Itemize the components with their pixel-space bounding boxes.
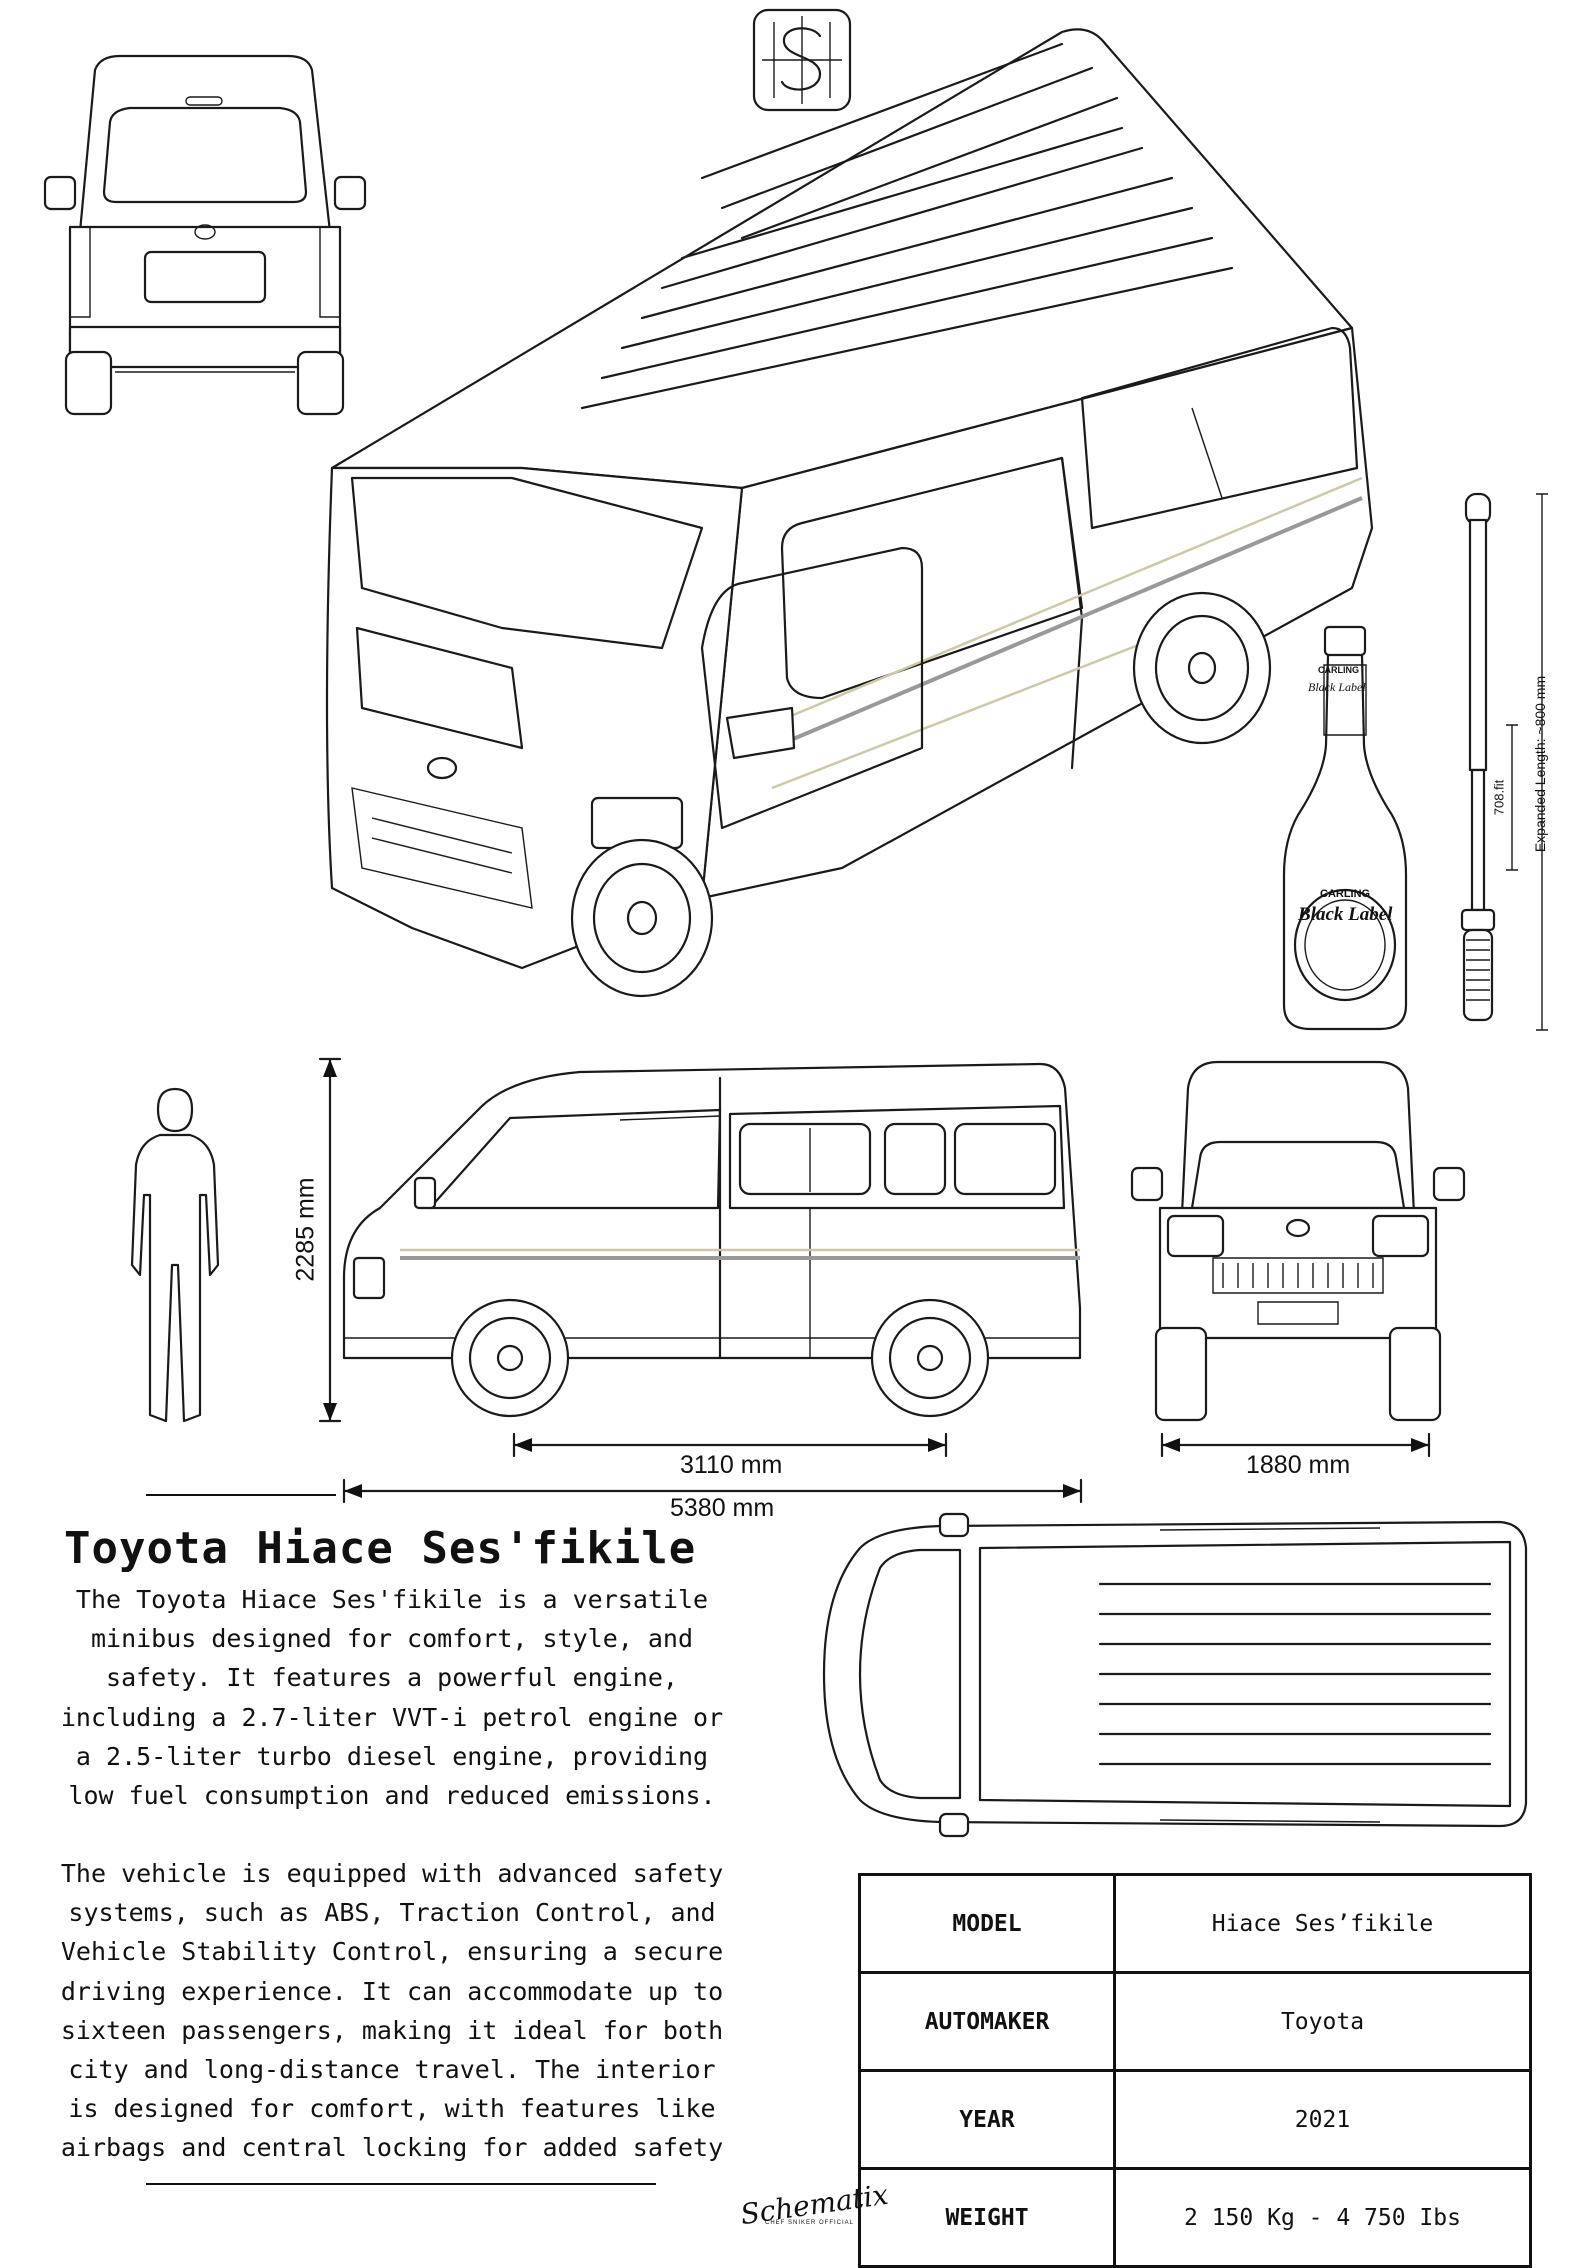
- wheelbase-dimension-label: 3110 mm: [680, 1451, 783, 1479]
- spec-value-weight: 2 150 Kg - 4 750 Ibs: [1113, 2167, 1532, 2268]
- width-dimension-line: [1158, 1430, 1433, 1460]
- spec-label-automaker: AUTOMAKER: [858, 1971, 1116, 2072]
- baton-drawing: [1450, 490, 1560, 1035]
- height-dimension-line: [315, 1055, 345, 1425]
- table-row: MODEL Hiace Ses’fikile: [858, 1873, 1532, 1974]
- perspective-van-drawing: [182, 28, 1382, 1028]
- description-paragraph-2: The vehicle is equipped with advanced sa…: [60, 1859, 724, 2163]
- human-silhouette-drawing: [120, 1085, 230, 1425]
- page-title: Toyota Hiace Ses'fikile: [64, 1523, 697, 1574]
- length-dimension-label: 5380 mm: [670, 1494, 775, 1522]
- spec-value-model: Hiace Ses’fikile: [1113, 1873, 1532, 1974]
- table-row: YEAR 2021: [858, 2069, 1532, 2170]
- table-row: AUTOMAKER Toyota: [858, 1971, 1532, 2072]
- divider-lower: [146, 2183, 656, 2185]
- spec-value-automaker: Toyota: [1113, 1971, 1532, 2072]
- description-paragraph-1: The Toyota Hiace Ses'fikile is a versati…: [60, 1585, 724, 1811]
- spec-label-year: YEAR: [858, 2069, 1116, 2170]
- side-view-drawing: [340, 1058, 1085, 1423]
- baton-collapsed-label: 708.fit: [1491, 779, 1507, 816]
- width-dimension-label: 1880 mm: [1246, 1451, 1351, 1479]
- wheelbase-dimension-line: [510, 1430, 950, 1460]
- spec-table: MODEL Hiace Ses’fikile AUTOMAKER Toyota …: [858, 1873, 1532, 2268]
- spec-label-model: MODEL: [858, 1873, 1116, 1974]
- length-dimension-line: [340, 1476, 1085, 1506]
- beer-bottle-drawing: [1280, 625, 1410, 1035]
- bottle-neck-script: Black Label: [1308, 680, 1366, 694]
- signature-subtitle: CHEF SNIKER OFFICIAL: [765, 2220, 855, 2226]
- baton-expanded-label: Expanded Length: ~800 mm: [1532, 675, 1548, 853]
- top-view-drawing: [820, 1508, 1530, 1843]
- bottle-label-brand: CARLING: [1320, 888, 1371, 900]
- rear-view-drawing: [40, 52, 370, 424]
- bottle-label-script: Black Label: [1298, 904, 1393, 925]
- table-row: WEIGHT 2 150 Kg - 4 750 Ibs: [858, 2167, 1532, 2268]
- divider-upper: [146, 1494, 336, 1496]
- bottle-neck-brand: CARLING: [1318, 665, 1359, 675]
- schematix-logo: [752, 8, 852, 112]
- height-dimension-label: 2285 mm: [291, 1177, 320, 1282]
- spec-value-year: 2021: [1113, 2069, 1532, 2170]
- front-view-drawing: [1128, 1058, 1468, 1433]
- spec-label-weight: WEIGHT: [858, 2167, 1116, 2268]
